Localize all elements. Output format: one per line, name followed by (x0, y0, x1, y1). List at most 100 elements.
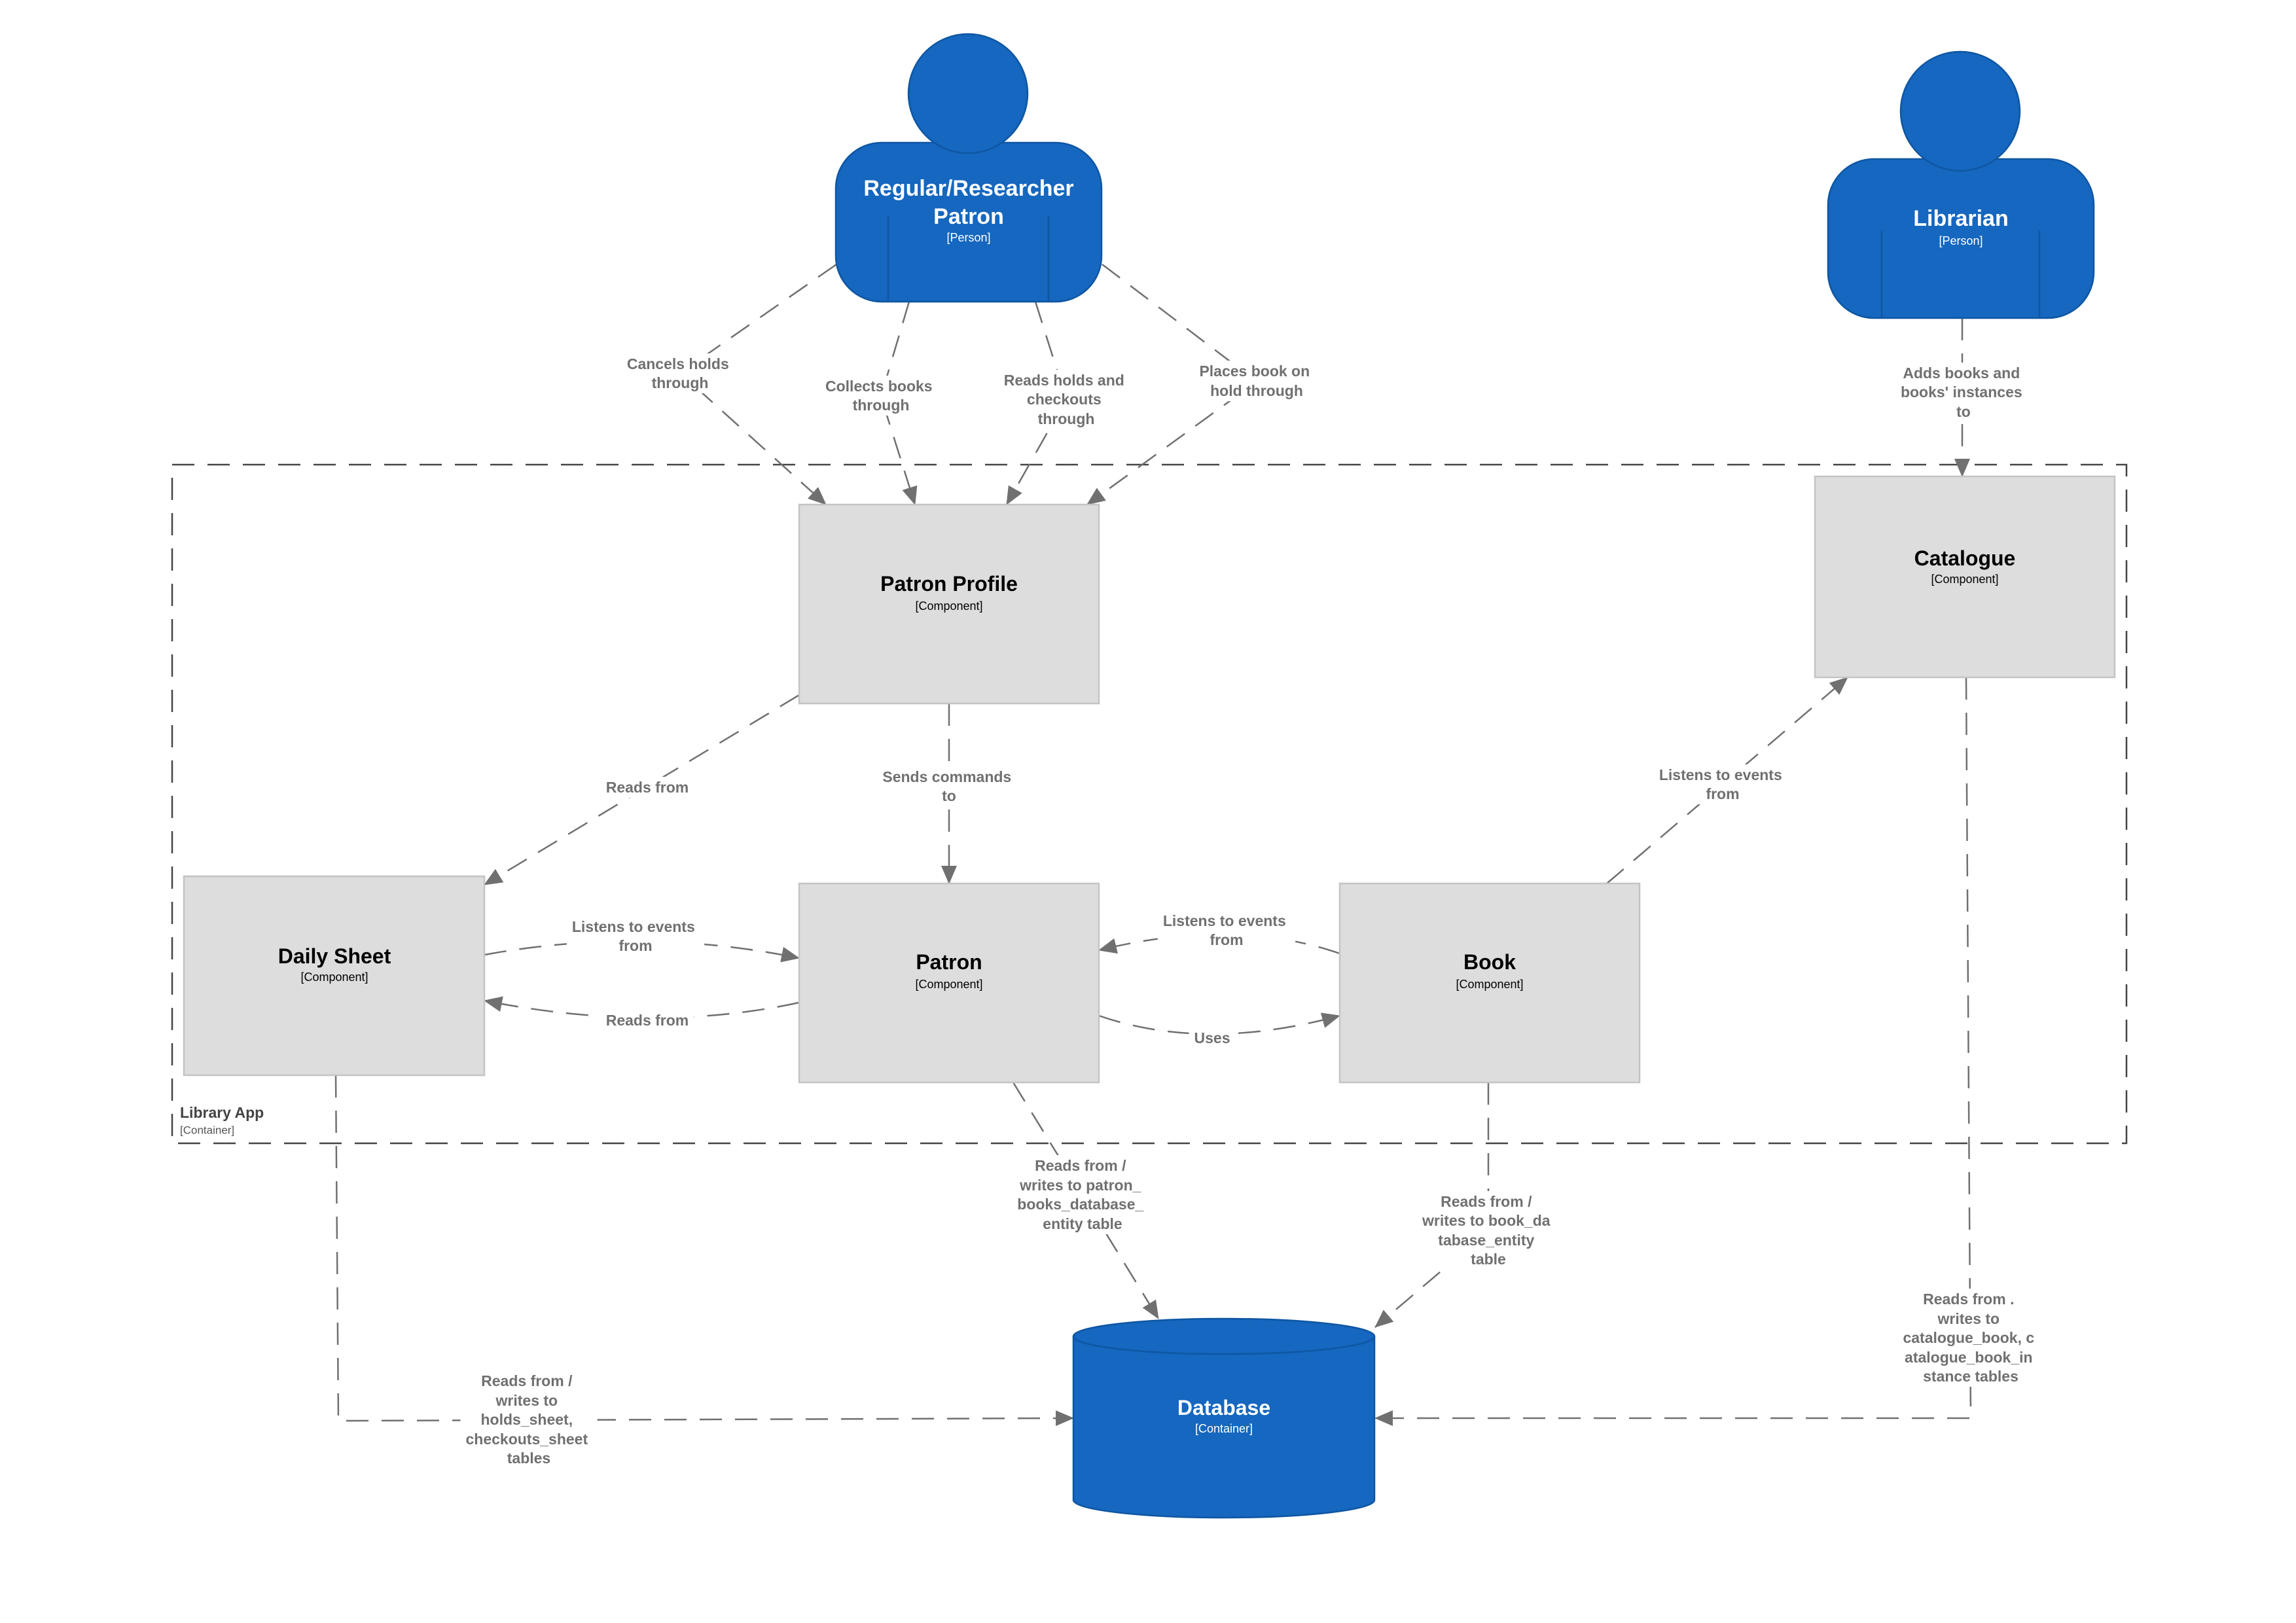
label-line: catalogue_book, c (1903, 1329, 2034, 1346)
relationship-label-adds-books: Adds books and books' instances to (1895, 363, 2032, 422)
label-line: through (853, 397, 910, 414)
relationship-label-daily-sheet-listens-patron: Listens to events from (566, 916, 705, 956)
label-line: through (652, 374, 709, 391)
relationship-label-places-hold: Places book on hold through (1194, 361, 1319, 401)
person-name-line-2: Patron (933, 204, 1004, 229)
component-type: [Component] (1456, 978, 1523, 991)
relationship-label: Adds books and books' instances to (1901, 365, 2026, 420)
label-line: writes to book_da (1422, 1212, 1551, 1229)
component-catalogue: Catalogue [Component] (1814, 475, 2116, 679)
label-line: Listens to events (1659, 766, 1782, 783)
relationship-label-profile-reads-daily-sheet: Reads from (600, 777, 694, 798)
relationship-label-book-listens-catalogue: Listens to events from (1653, 764, 1792, 804)
relationship-label-background (1012, 1155, 1153, 1234)
person-librarian: Librarian [Person] (1827, 50, 2095, 319)
component-type: [Component] (1931, 573, 1998, 586)
relationship-label-background (1194, 361, 1319, 401)
label-line: tabase_entity (1438, 1232, 1534, 1249)
component-book: Book [Component] (1338, 882, 1641, 1084)
library-app-boundary: Library App [Container] (171, 463, 2128, 1145)
label-line: holds_sheet, (481, 1411, 573, 1428)
person-type: [Person] (946, 231, 990, 244)
label-line: to (942, 787, 956, 804)
person-head (907, 33, 1029, 154)
component-patron: Patron [Component] (798, 882, 1100, 1084)
relationship-label: Reads from . writes to catalogue_book, c… (1903, 1291, 2038, 1385)
label-line: hold through (1210, 382, 1303, 399)
label-line: Reads from / (481, 1372, 573, 1389)
label-line: books_database_ (1017, 1196, 1143, 1213)
label-line: Listens to events (1163, 912, 1286, 929)
label-line: writes to (1937, 1310, 2000, 1327)
relationship-label-background (1416, 1191, 1560, 1270)
component-name: Patron Profile (880, 572, 1018, 596)
component-name: Daily Sheet (278, 944, 391, 968)
label-line: from (1706, 785, 1739, 802)
relationship-label-patron-uses-book: Uses (1189, 1027, 1236, 1048)
label-line: checkouts_sheet (465, 1431, 588, 1448)
component-box (183, 875, 486, 1077)
relationship-label-background (600, 777, 694, 798)
label-line: Reads from (606, 1012, 689, 1029)
component-name: Patron (916, 950, 982, 974)
relationship-label-cancels-holds: Cancels holds through (621, 353, 739, 393)
component-type: [Component] (915, 978, 982, 991)
relationship-label-patron-reads-daily-sheet: Reads from (600, 1010, 694, 1031)
label-line: from (1210, 931, 1243, 948)
database-cylinder (1072, 1317, 1376, 1519)
label-line: Cancels holds (627, 355, 729, 372)
relationship-label-book-database: Reads from / writes to book_da tabase_en… (1416, 1191, 1560, 1270)
component-type: [Component] (300, 971, 368, 984)
container-name: Library App (180, 1104, 264, 1121)
label-line: checkouts (1027, 391, 1102, 408)
label-line: Adds books and (1903, 365, 2020, 382)
container-boundary-frame (171, 463, 2128, 1145)
component-patron-profile: Patron Profile [Component] (798, 503, 1100, 705)
component-box (798, 882, 1100, 1084)
relationship-label: Listens to events from (572, 918, 699, 954)
relationship-label-reads-holds: Reads holds and checkouts through (998, 370, 1134, 429)
label-line: to (1956, 403, 1971, 420)
label-line: writes to patron_ (1019, 1177, 1141, 1194)
component-box (1338, 882, 1641, 1084)
relationship-label: Reads from (606, 779, 689, 796)
relationship-label: Reads from / writes to book_da tabase_en… (1422, 1193, 1554, 1268)
relationship-label-background (460, 1370, 598, 1469)
component-daily-sheet: Daily Sheet [Component] (183, 875, 486, 1077)
container-database: Database [Container] (1072, 1317, 1376, 1519)
relationship-label-background (820, 376, 942, 416)
relationship-label-background (1653, 764, 1792, 804)
label-line: Listens to events (572, 918, 695, 935)
relationship-label-background (1895, 363, 2032, 422)
relationship-label: Uses (1194, 1029, 1230, 1046)
person-type: [Person] (1939, 234, 1982, 247)
database-name: Database (1177, 1396, 1270, 1419)
label-line: Places book on (1199, 363, 1310, 380)
relationship-label: Collects books through (825, 378, 937, 414)
person-name: Librarian (1913, 206, 2008, 231)
component-type: [Component] (915, 599, 982, 613)
relationship-label: Places book on hold through (1199, 363, 1314, 399)
relationship-label-book-listens-patron: Listens to events from (1157, 910, 1296, 950)
relationship-line-catalogue-database (1374, 677, 1972, 1426)
relationship-label: Listens to events from (1659, 766, 1786, 802)
relationship-label-patron-database: Reads from / writes to patron_ books_dat… (1012, 1155, 1153, 1234)
container-type: [Container] (180, 1124, 234, 1137)
label-line: through (1038, 410, 1095, 427)
relationship-label-catalogue-database: Reads from . writes to catalogue_book, c… (1897, 1289, 2044, 1387)
relationship-label: Reads from / writes to holds_sheet, chec… (465, 1372, 592, 1467)
relationship-label: Reads from (606, 1012, 689, 1029)
relationship-label-sends-commands: Sends commands to (877, 766, 1021, 806)
label-line: from (619, 937, 652, 954)
relationship-label-background (1157, 910, 1296, 950)
relationship-label: Cancels holds through (627, 355, 733, 391)
relationship-line-daily-sheet-database (334, 1075, 1074, 1427)
label-line: stance tables (1923, 1368, 2018, 1385)
relationship-line-patron-database (1012, 1082, 1160, 1319)
database-top-rim (1072, 1336, 1376, 1355)
relationship-label-background (1897, 1289, 2044, 1387)
database-type: [Container] (1195, 1422, 1253, 1435)
label-line: Reads from / (1441, 1193, 1532, 1210)
relationship-line-reads-holds (1005, 301, 1067, 505)
